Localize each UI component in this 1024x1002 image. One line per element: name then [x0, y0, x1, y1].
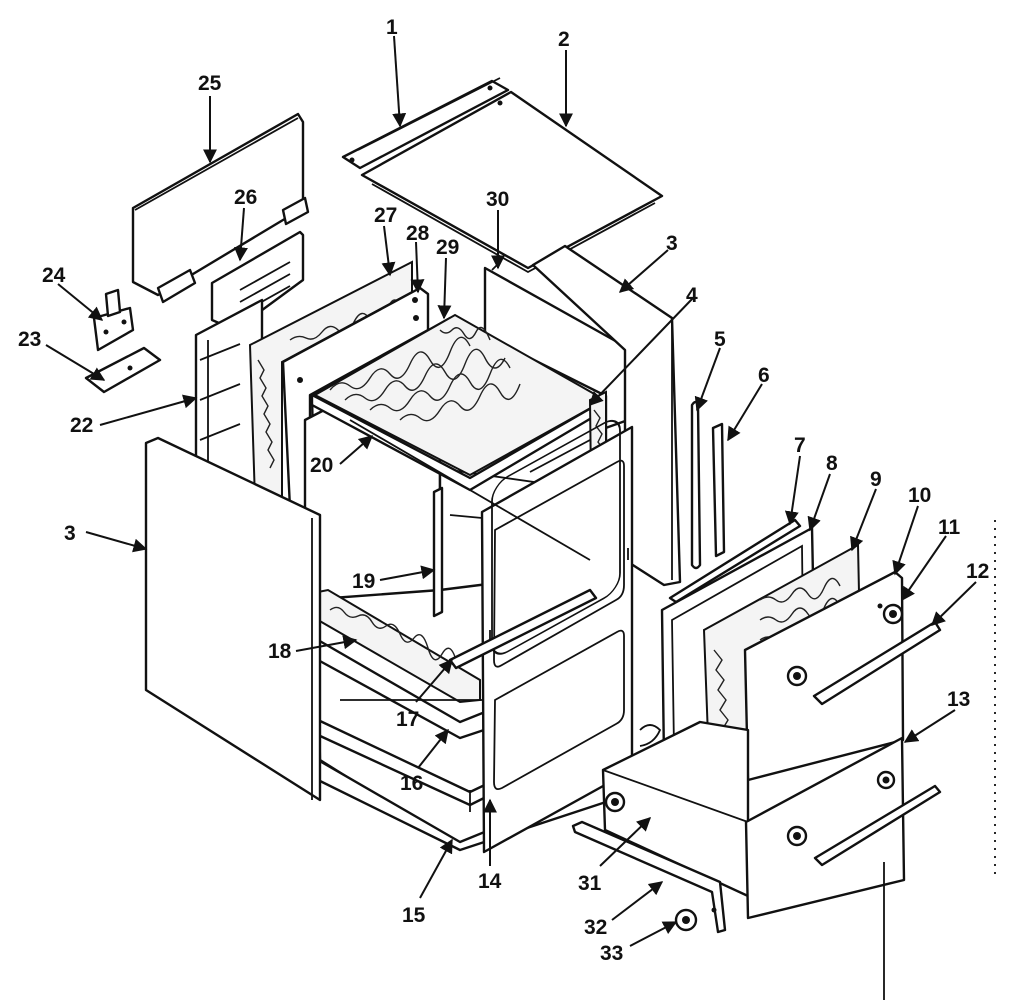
part-6-door-hinge-strip	[711, 422, 726, 558]
leader-lines	[45, 35, 977, 947]
callout-33: 33	[600, 942, 623, 965]
part-7-door-top-strip	[668, 518, 802, 604]
callout-4: 4	[686, 284, 698, 307]
callout-13: 13	[947, 688, 970, 711]
callout-10: 10	[908, 484, 931, 507]
callout-8: 8	[826, 452, 838, 475]
part-25-rear-top-panel	[131, 112, 310, 304]
part-5-door-spring	[690, 400, 702, 570]
callout-labels: 1 2 3 3 4 5 6 7 8 9 10 11 12 13 14 15 16…	[18, 16, 989, 965]
callout-5: 5	[714, 328, 726, 351]
part-12-door-handle	[812, 620, 942, 706]
callout-11: 11	[938, 516, 961, 539]
part-17-liner-bottom	[448, 588, 598, 670]
part-31-drawer-body	[601, 720, 750, 898]
part-19-divider	[432, 486, 444, 618]
callout-14: 14	[478, 870, 502, 893]
callout-29: 29	[436, 236, 459, 259]
callout-18: 18	[268, 640, 292, 663]
part-3-right-side-panel	[531, 244, 682, 587]
callout-3-right: 3	[666, 232, 678, 255]
callout-26: 26	[234, 186, 257, 209]
part-33-roller	[674, 908, 698, 932]
part-2-top-panel	[360, 90, 664, 274]
part-11-knob	[882, 603, 904, 625]
callout-16: 16	[400, 772, 423, 795]
callout-31: 31	[578, 872, 602, 895]
part-32-drawer-slide	[571, 820, 727, 934]
callout-22: 22	[70, 414, 93, 437]
callout-30: 30	[486, 188, 509, 211]
callout-12: 12	[966, 560, 989, 583]
callout-15: 15	[402, 904, 426, 927]
callout-32: 32	[584, 916, 607, 939]
callout-23: 23	[18, 328, 41, 351]
part-24-bracket	[92, 288, 135, 352]
callout-24: 24	[42, 264, 66, 287]
callout-25: 25	[198, 72, 222, 95]
part-1-top-strip	[341, 77, 510, 170]
callout-19: 19	[352, 570, 375, 593]
callout-6: 6	[758, 364, 770, 387]
part-20-oven-shelf	[349, 419, 591, 561]
part-3-left-side-panel	[144, 436, 322, 802]
callout-17: 17	[396, 708, 419, 731]
callout-9: 9	[870, 468, 882, 491]
callout-7: 7	[794, 434, 806, 457]
callout-1: 1	[386, 16, 398, 39]
callout-27: 27	[374, 204, 397, 227]
callout-28: 28	[406, 222, 430, 245]
callout-2: 2	[558, 28, 570, 51]
callout-3-left: 3	[64, 522, 76, 545]
part-13-drawer-front	[744, 736, 942, 920]
part-23-bracket	[84, 346, 162, 394]
callout-20: 20	[310, 454, 333, 477]
